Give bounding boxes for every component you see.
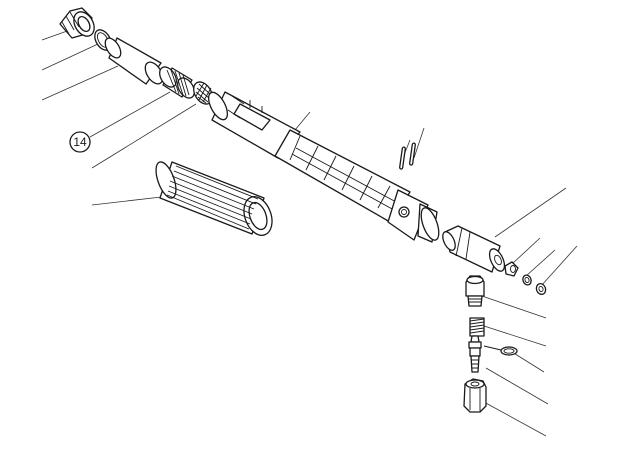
leader-seal-ring <box>511 351 545 373</box>
knurled-nut-part <box>159 66 195 99</box>
leader-screen <box>91 103 197 169</box>
leader-washer-a <box>525 249 556 277</box>
pins-part <box>399 142 416 170</box>
small-nut-part <box>504 261 519 277</box>
spring-part <box>469 317 485 337</box>
valve-stem-part <box>468 335 482 373</box>
washer-a-part <box>522 274 532 286</box>
ribbed-grip-part <box>155 161 273 236</box>
leader-sleeve <box>41 65 119 101</box>
seal-ring-part <box>483 345 518 356</box>
callout-14: 14 <box>69 131 91 153</box>
leader-small-nut <box>511 237 541 265</box>
leader-hex-nut <box>483 401 547 437</box>
leader-pin-b <box>413 127 425 159</box>
hex-nut-part <box>463 378 487 413</box>
leader-fitting <box>481 295 547 319</box>
callout-circle <box>69 131 91 153</box>
leader-washer-b <box>540 245 578 287</box>
leader-o-ring <box>41 43 99 71</box>
main-tube-part <box>207 91 440 243</box>
nozzle-body-part <box>442 225 506 273</box>
leader-spring <box>483 325 547 347</box>
leader-ribbed-grip <box>91 195 171 206</box>
end-cap-part <box>59 7 95 39</box>
washer-b-part <box>535 282 547 296</box>
leader-nozzle <box>494 187 567 238</box>
sleeve-part <box>104 37 164 85</box>
leader-end-cap <box>41 29 71 41</box>
threaded-fitting-part <box>465 275 485 307</box>
leader-valve-stem <box>485 367 549 405</box>
callout-label: 14 <box>73 135 87 149</box>
leader-tube <box>294 111 311 131</box>
leader-part-14 <box>89 91 171 138</box>
leader-lines <box>41 29 578 437</box>
